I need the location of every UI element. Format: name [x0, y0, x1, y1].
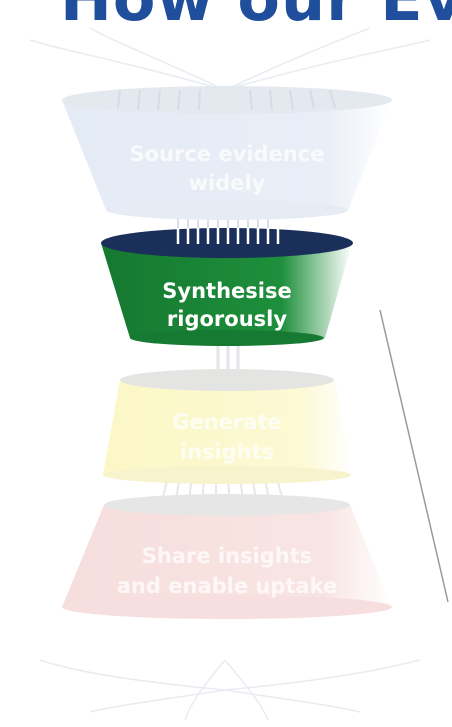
page-title: How our Ev — [60, 0, 452, 35]
stage-4-label-line2: and enable uptake — [117, 574, 337, 598]
stage-4-label-line1: Share insights — [142, 544, 313, 568]
stage-2-label-line1: Synthesise — [162, 279, 291, 303]
funnel-stage-share[interactable]: Share insights and enable uptake — [62, 494, 392, 619]
stage-3-label-line2: insights — [180, 440, 274, 464]
stage-1-label-line2: widely — [189, 171, 266, 195]
funnel-stage-source[interactable]: Source evidence widely — [62, 86, 392, 220]
callout-connector-line — [379, 309, 449, 603]
stage-2-label-line2: rigorously — [167, 307, 287, 331]
background-flow-lines — [29, 27, 431, 721]
stage-3-label-line1: Generate — [172, 410, 281, 434]
stage-1-label-line1: Source evidence — [130, 142, 325, 166]
funnel-stage-generate[interactable]: Generate insights — [103, 369, 352, 484]
funnel-stage-synthesise[interactable]: Synthesise rigorously — [101, 228, 353, 346]
